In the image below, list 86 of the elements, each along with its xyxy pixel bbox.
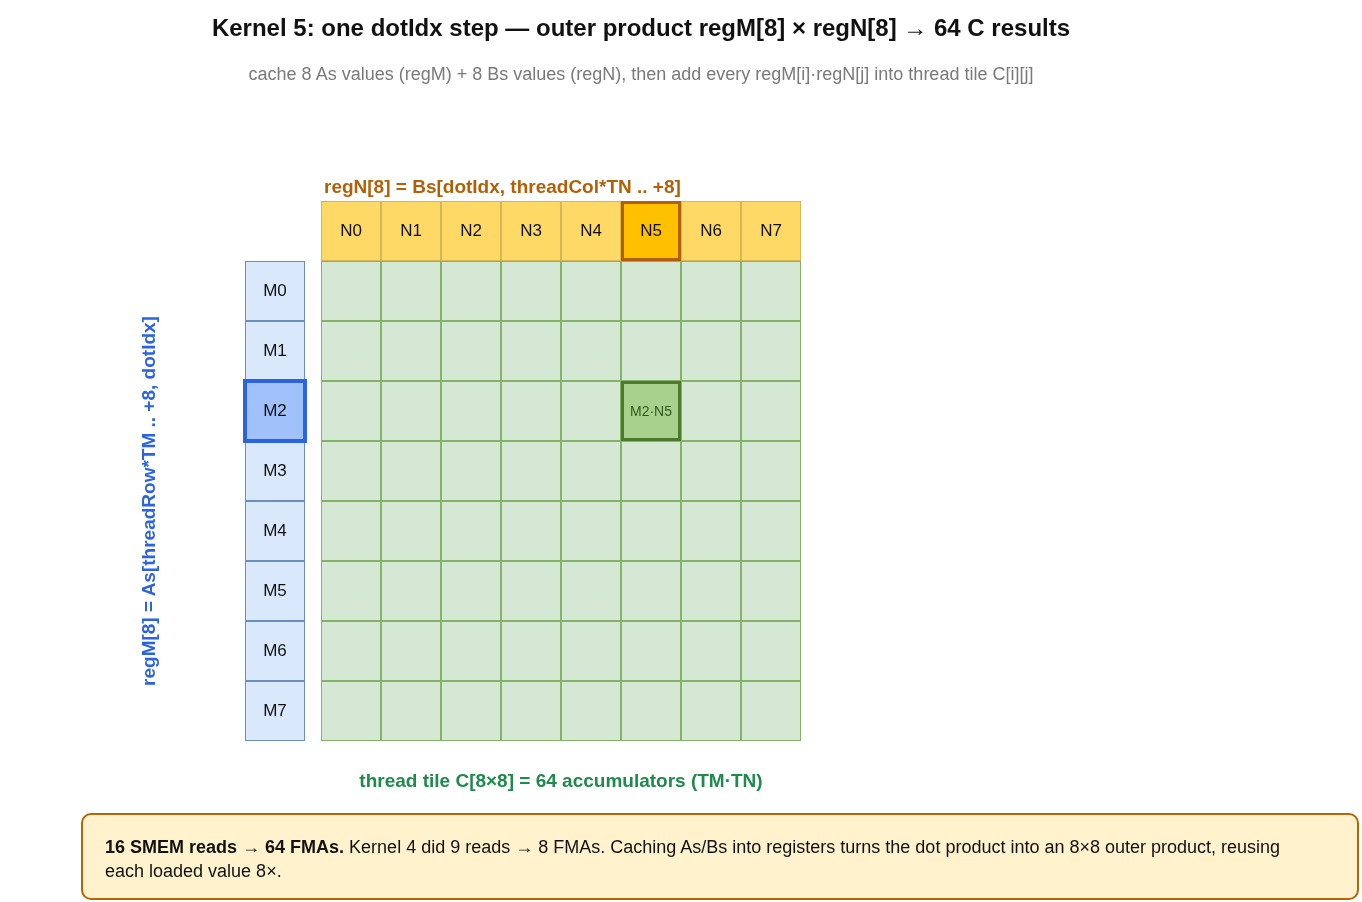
accumulator-cell	[561, 441, 621, 501]
subtitle: cache 8 As values (regM) + 8 Bs values (regN), then add every regM[i]·regN[j] into thread tile C[i][j]	[248, 64, 1034, 85]
register-cell: M4	[245, 501, 305, 561]
accumulator-cell	[441, 381, 501, 441]
accumulator-cell	[441, 261, 501, 321]
accumulator-cell	[381, 501, 441, 561]
accumulator-cell	[681, 621, 741, 681]
accumulator-cell	[381, 321, 441, 381]
accumulator-cell	[321, 441, 381, 501]
register-cell: N7	[741, 201, 801, 261]
accumulator-cell	[321, 321, 381, 381]
highlighted-register-cell: N5	[621, 201, 681, 261]
accumulator-cell	[741, 561, 801, 621]
register-cell: N0	[321, 201, 381, 261]
accumulator-cell	[441, 441, 501, 501]
accumulator-cell	[381, 261, 441, 321]
title: Kernel 5: one dotIdx step — outer product regM[8] × regN[8] → 64 C results	[211, 14, 1071, 42]
accumulator-cell	[621, 261, 681, 321]
accumulator-cell	[561, 681, 621, 741]
accumulator-cell	[561, 501, 621, 561]
accumulator-cell	[561, 561, 621, 621]
accumulator-cell	[501, 561, 561, 621]
accumulator-cell	[501, 441, 561, 501]
accumulator-cell	[741, 381, 801, 441]
register-cell: M0	[245, 261, 305, 321]
accumulator-cell	[321, 621, 381, 681]
accumulator-cell	[381, 681, 441, 741]
accumulator-cell	[681, 501, 741, 561]
register-cell: N1	[381, 201, 441, 261]
register-row-label: regN[8] = Bs[dotIdx, threadCol*TN .. +8]	[324, 176, 681, 198]
register-cell: M3	[245, 441, 305, 501]
register-cell: N6	[681, 201, 741, 261]
accumulator-cell	[561, 321, 621, 381]
note-callout: 16 SMEM reads → 64 FMAs. Kernel 4 did 9 reads → 8 FMAs. Caching As/Bs into registers turns the dot product into an 8×8 outer product, reusing each loaded value 8×.	[81, 813, 1359, 900]
accumulator-cell	[501, 381, 561, 441]
accumulator-cell	[321, 381, 381, 441]
register-cell: N2	[441, 201, 501, 261]
accumulator-cell	[741, 261, 801, 321]
accumulator-cell	[681, 381, 741, 441]
accumulator-cell	[501, 321, 561, 381]
register-cell: M1	[245, 321, 305, 381]
accumulator-cell	[561, 261, 621, 321]
highlighted-register-cell: M2	[243, 379, 307, 443]
accumulator-cell	[621, 321, 681, 381]
accumulator-cell	[621, 681, 681, 741]
accumulator-cell	[681, 321, 741, 381]
accumulator-cell	[741, 441, 801, 501]
accumulator-cell	[381, 561, 441, 621]
register-cell: N4	[561, 201, 621, 261]
accumulator-cell	[681, 681, 741, 741]
accumulator-cell	[621, 561, 681, 621]
accumulator-cell	[741, 621, 801, 681]
accumulator-cell	[681, 261, 741, 321]
accumulator-cell	[561, 621, 621, 681]
accumulator-cell	[621, 621, 681, 681]
accumulator-cell	[681, 561, 741, 621]
accumulator-cell	[501, 681, 561, 741]
accumulator-cell	[441, 501, 501, 561]
accumulator-cell	[381, 621, 441, 681]
grid-caption: thread tile C[8×8] = 64 accumulators (TM·TN)	[359, 770, 763, 792]
accumulator-cell	[501, 621, 561, 681]
accumulator-cell	[321, 561, 381, 621]
accumulator-cell	[681, 441, 741, 501]
accumulator-cell	[741, 681, 801, 741]
accumulator-cell	[321, 261, 381, 321]
register-cell: M6	[245, 621, 305, 681]
accumulator-cell	[441, 321, 501, 381]
register-cell: M7	[245, 681, 305, 741]
accumulator-cell	[441, 681, 501, 741]
accumulator-cell	[441, 561, 501, 621]
accumulator-cell	[441, 621, 501, 681]
accumulator-cell	[381, 381, 441, 441]
accumulator-cell	[381, 441, 441, 501]
accumulator-cell	[741, 501, 801, 561]
register-cell: N3	[501, 201, 561, 261]
accumulator-cell	[321, 501, 381, 561]
highlighted-accumulator-cell: M2·N5	[621, 381, 681, 441]
register-column-label: regM[8] = As[threadRow*TM .. +8, dotIdx]	[138, 316, 160, 686]
accumulator-cell	[501, 501, 561, 561]
accumulator-cell	[741, 321, 801, 381]
accumulator-cell	[621, 441, 681, 501]
accumulator-cell	[621, 501, 681, 561]
accumulator-cell	[561, 381, 621, 441]
accumulator-cell	[321, 681, 381, 741]
register-cell: M5	[245, 561, 305, 621]
accumulator-cell	[501, 261, 561, 321]
